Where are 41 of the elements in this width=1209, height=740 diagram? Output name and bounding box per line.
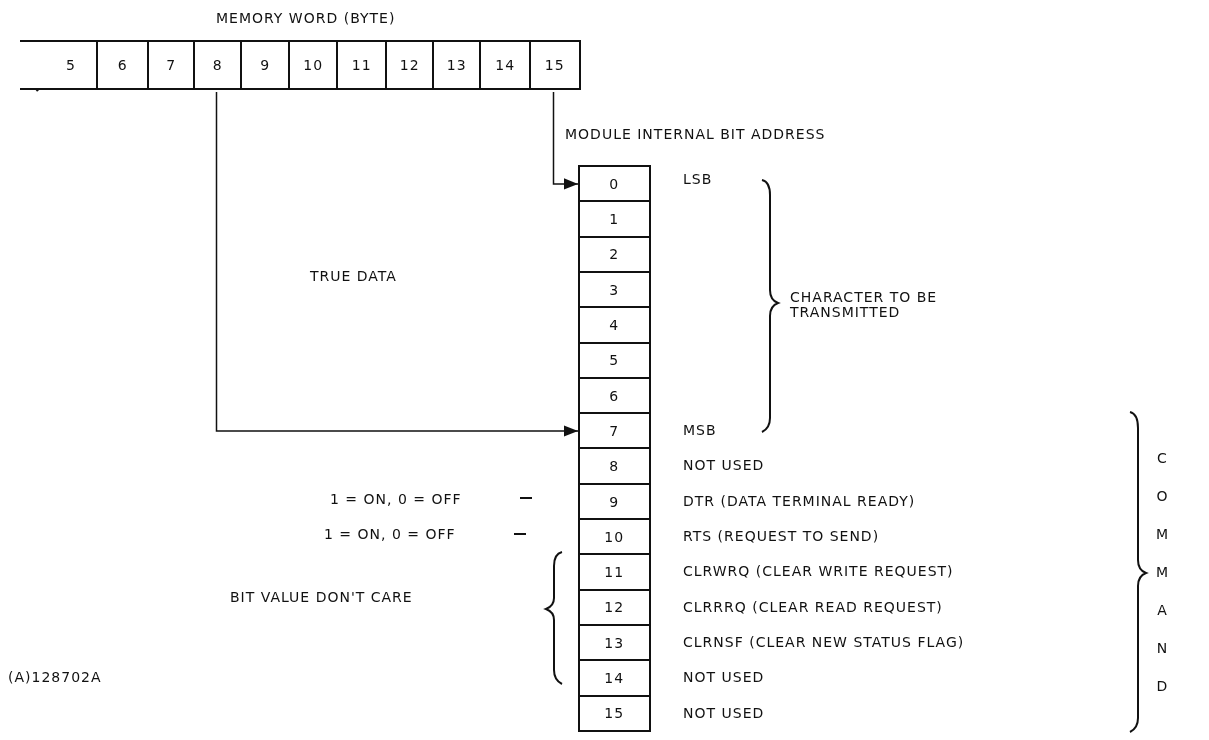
memory-bit-cell: 11 xyxy=(336,40,388,90)
memory-bit-cell: 9 xyxy=(240,40,291,90)
register-bit-cell: 1 xyxy=(578,200,651,239)
value-note: 1 = ON, 0 = OFF xyxy=(330,490,462,507)
register-bit-cell: 14 xyxy=(578,659,651,697)
memory-bit-cell: 10 xyxy=(288,40,339,90)
memory-bit-cell: 12 xyxy=(385,40,435,90)
bit-label: MSB xyxy=(683,422,717,439)
group-label: CHARACTER TO BE TRANSMITTED xyxy=(790,290,939,320)
register-bit-cell: 10 xyxy=(578,518,651,556)
figure-number: (A)128702A xyxy=(8,669,102,686)
arrow xyxy=(552,91,579,190)
register-bit-cell: 8 xyxy=(578,447,651,486)
arrow xyxy=(215,91,579,437)
register-bit-cell: 7 xyxy=(578,412,651,450)
register-bit-cell: 11 xyxy=(578,553,651,592)
section-label: TRUE DATA xyxy=(310,268,397,284)
register-bit-cell: 0 xyxy=(578,165,651,203)
diagram-title: MEMORY WORD (BYTE) xyxy=(216,10,396,26)
memory-bit-cell: 8 xyxy=(193,40,243,90)
heading: MODULE INTERNAL BIT ADDRESS xyxy=(565,126,826,142)
bit-label: LSB xyxy=(683,171,713,187)
bit-label: RTS (REQUEST TO SEND) xyxy=(683,528,880,544)
value-note: 1 = ON, 0 = OFF xyxy=(324,526,456,542)
bit-label: CLRNSF (CLEAR NEW STATUS FLAG) xyxy=(683,633,965,650)
memory-bit-cell: 13 xyxy=(432,40,482,90)
bit-label: CLRRRQ (CLEAR READ REQUEST) xyxy=(683,598,943,615)
memory-bit-cell: 5 xyxy=(20,40,98,90)
register-bit-cell: 4 xyxy=(578,306,651,344)
register-bit-cell: 15 xyxy=(578,694,651,733)
bit-label: NOT USED xyxy=(683,457,765,474)
memory-bit-cell: 14 xyxy=(479,40,532,90)
memory-bit-cell: 15 xyxy=(529,40,581,90)
group-label: BIT VALUE DON'T CARE xyxy=(230,588,413,605)
memory-bit-cell: 6 xyxy=(96,40,150,90)
bit-label: NOT USED xyxy=(683,669,765,686)
group-label: COMMAND xyxy=(1154,450,1170,716)
bit-label: DTR (DATA TERMINAL READY) xyxy=(683,492,916,509)
memory-bit-cell: 7 xyxy=(147,40,196,90)
bit-label: NOT USED xyxy=(683,704,765,721)
bit-label: CLRWRQ (CLEAR WRITE REQUEST) xyxy=(683,563,954,580)
